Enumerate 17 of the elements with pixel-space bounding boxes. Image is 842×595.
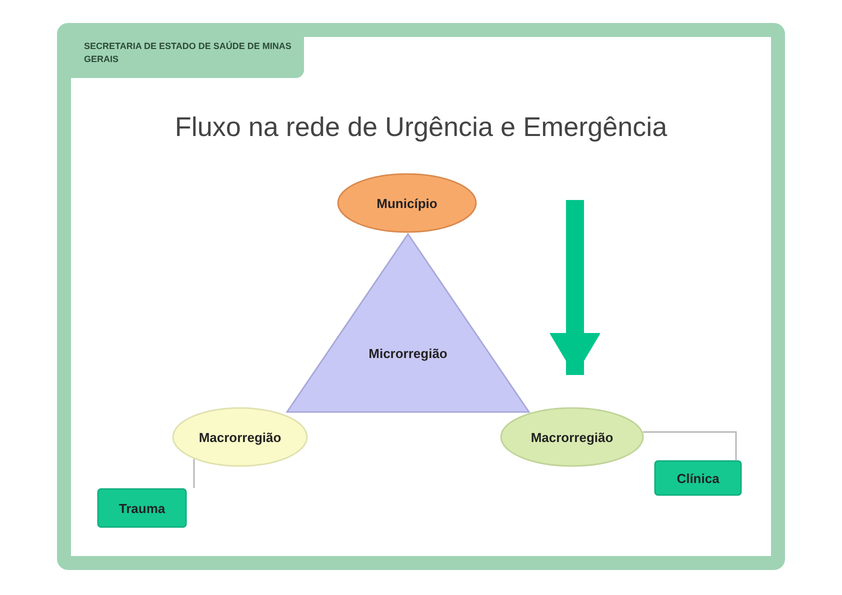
node-label: Macrorregião <box>530 430 614 444</box>
node-label: Macrorregião <box>198 430 282 444</box>
triangle-node <box>286 233 530 413</box>
header-text: SECRETARIA DE ESTADO DE SAÚDE DE MINAS GERAIS <box>84 40 292 66</box>
node-label: Município <box>376 196 438 210</box>
node-label: Clínica <box>676 470 720 486</box>
connector-line <box>643 431 737 460</box>
ellipse-node <box>500 407 644 467</box>
node-label: Microrregião <box>368 346 448 360</box>
ellipse-node <box>172 407 308 467</box>
title: Fluxo na rede de Urgência e Emergência <box>174 112 668 143</box>
node-label: Trauma <box>118 500 166 516</box>
process-box <box>654 460 742 496</box>
connector-line <box>193 459 195 488</box>
ellipse-node <box>337 173 477 233</box>
process-box <box>97 488 187 528</box>
block-arrow <box>550 200 600 376</box>
